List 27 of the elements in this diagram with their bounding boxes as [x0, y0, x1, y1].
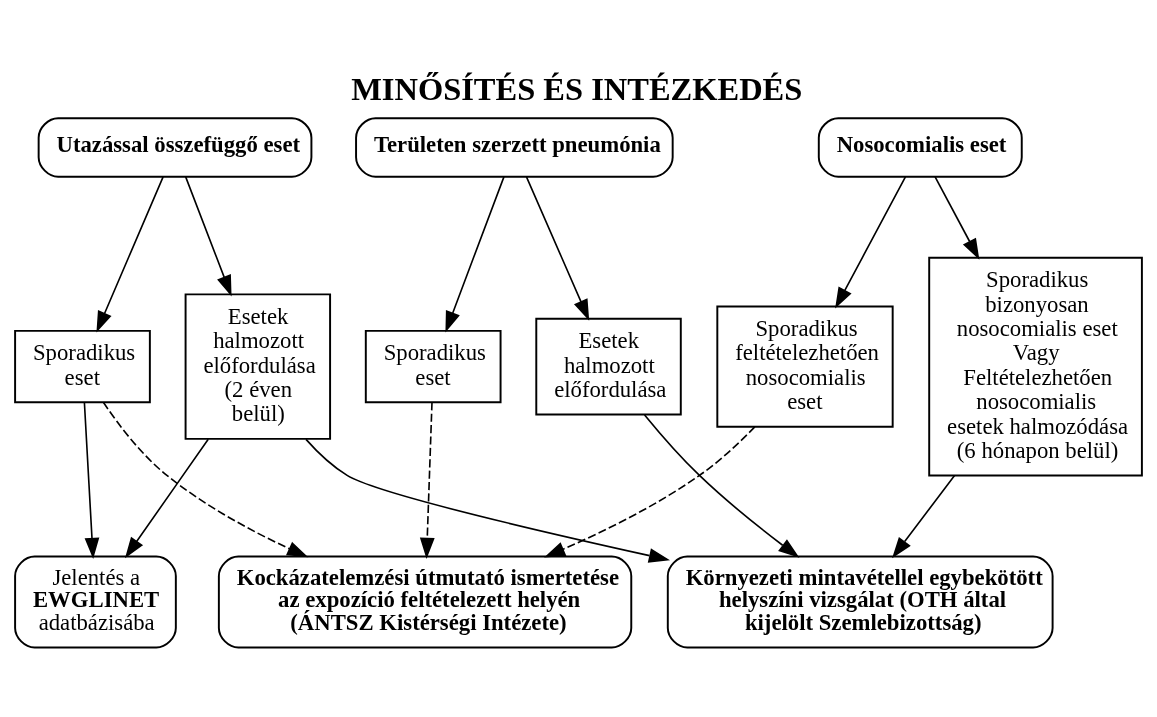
arrow	[419, 401, 435, 559]
node-box: Esetek halmozott előfordulása	[535, 317, 682, 416]
node-box: Jelentés a EWGLINET adatbázisába	[14, 555, 177, 649]
node-box: Esetek halmozott előfordulása (2 éven belül)	[184, 293, 332, 440]
arrow	[125, 438, 210, 559]
node-box: Sporadikus eset	[364, 329, 502, 404]
diagram-title: MINŐSÍTÉS ÉS INTÉZKEDÉS	[351, 71, 803, 108]
node-box: Utazással összefüggő eset	[37, 117, 313, 178]
arrow	[525, 176, 590, 321]
node-box: Sporadikus eset	[14, 329, 151, 404]
arrow	[83, 401, 100, 559]
arrow	[544, 426, 756, 558]
node-box: Nosocomialis eset	[817, 117, 1023, 178]
arrow	[892, 474, 956, 559]
arrow	[96, 176, 164, 333]
node-box: Környezeti mintavétellel egybekötött helyszíni vizsgálat (OTH által kijelölt Szemlebizottság)	[666, 555, 1054, 649]
arrow	[445, 176, 505, 333]
node-box: Sporadikus feltételezhetően nosocomialis eset	[716, 305, 894, 428]
arrow	[305, 438, 670, 563]
arrow	[934, 176, 980, 260]
arrow	[102, 401, 309, 558]
arrow	[643, 414, 800, 558]
node-box: Kockázatelemzési útmutató ismertetése az expozíció feltételezett helyén (ÁNTSZ Kistérségi Intézete)	[217, 555, 633, 649]
node-box: Területen szerzett pneumónia	[355, 117, 674, 178]
node-box: Sporadikus bizonyosan nosocomialis eset Vagy Feltételezhetően nosocomialis esetek halmozódása (6 hónapon belül)	[928, 256, 1143, 477]
arrow	[835, 176, 907, 309]
arrow	[184, 176, 232, 297]
